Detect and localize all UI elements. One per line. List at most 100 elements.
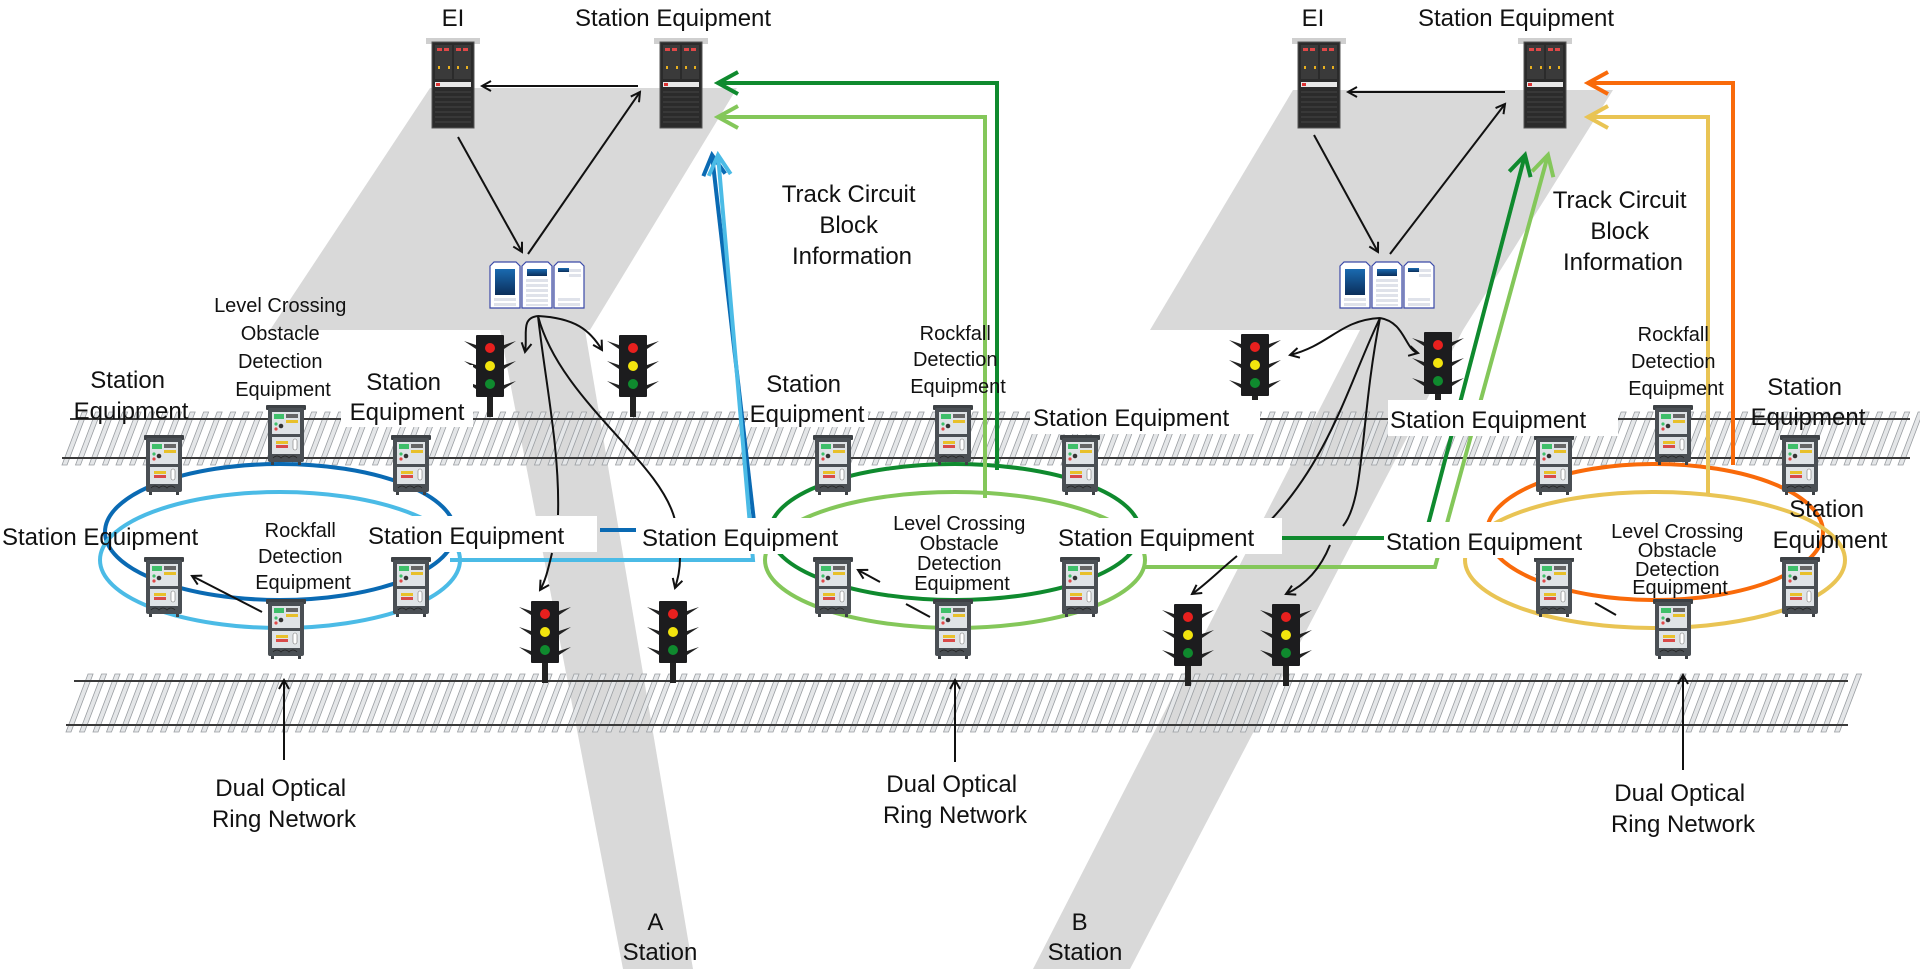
link-b-yellow-to-b xyxy=(1588,117,1710,494)
arrow-b-feed-left xyxy=(1265,317,1381,526)
signal-icon[interactable] xyxy=(607,335,659,417)
b-ei-unit[interactable]: EI xyxy=(1291,5,1347,129)
track-sleeper xyxy=(92,673,121,733)
track-sleeper xyxy=(510,673,540,733)
track-sleeper xyxy=(1253,673,1282,733)
cabinet-icon[interactable] xyxy=(1779,556,1821,618)
track-sleeper xyxy=(618,673,648,733)
arrow-a-to-signal-3 xyxy=(540,552,553,590)
track-sleeper xyxy=(1793,673,1822,733)
track-sleeper xyxy=(1442,673,1471,733)
cabinet-icon[interactable] xyxy=(143,556,185,618)
track-sleeper xyxy=(402,673,432,733)
cabinet-icon[interactable] xyxy=(265,598,307,660)
b-station-equipment-unit[interactable]: Station Equipment xyxy=(1418,5,1614,129)
cabinet-icon[interactable] xyxy=(1059,556,1101,618)
label-bg xyxy=(364,516,597,552)
station-b-upper-area xyxy=(1150,90,1613,330)
track-sleeper xyxy=(1816,411,1843,466)
track-sleeper xyxy=(601,411,628,466)
track-sleeper xyxy=(1280,673,1309,733)
station-a-area xyxy=(270,88,737,969)
track-sleeper xyxy=(227,673,256,733)
cabinet-icon[interactable] xyxy=(932,404,974,466)
arrow-b-to-signal-1 xyxy=(1290,317,1381,355)
track-sleeper xyxy=(254,673,283,733)
station-a-server-stack-icon[interactable] xyxy=(489,261,585,309)
track-sleeper xyxy=(915,673,945,733)
a-ei-rack-icon xyxy=(425,37,481,129)
cabinet-icon[interactable] xyxy=(1059,434,1101,496)
track-sleeper xyxy=(969,673,999,733)
cabinet-icon[interactable] xyxy=(1533,434,1575,496)
signal-icon[interactable] xyxy=(647,601,699,683)
station-b-server-stack-icon[interactable] xyxy=(1339,261,1435,309)
ring-b-top-center-label: Rockfall Detection Equipment xyxy=(1628,324,1724,400)
cabinet-icon[interactable] xyxy=(1533,556,1575,618)
track-sleeper xyxy=(1330,411,1357,466)
ring-b-center-label: Level Crossing Obstacle Detection Equipm… xyxy=(1611,521,1749,599)
track-sleeper xyxy=(1334,673,1363,733)
a-station-equipment-unit[interactable]: Station Equipment xyxy=(575,5,771,129)
cabinet-icon[interactable] xyxy=(390,434,432,496)
track-sleeper xyxy=(794,673,823,733)
track-sleeper xyxy=(753,673,783,733)
a-station-rack-icon xyxy=(653,37,709,129)
ring-mid-mid-left-label: Station Equipment xyxy=(642,525,838,552)
track-sleeper xyxy=(308,673,337,733)
a-ei-unit[interactable]: EI xyxy=(425,5,481,129)
track-sleeper xyxy=(1829,411,1857,466)
cabinet-icon[interactable] xyxy=(1779,434,1821,496)
track-sleeper xyxy=(1172,673,1201,733)
arrow-b-to-signal-2 xyxy=(1379,317,1418,353)
upper-track xyxy=(61,411,1920,466)
cabinet-icon[interactable] xyxy=(1652,404,1694,466)
track-sleeper xyxy=(1307,673,1336,733)
track-sleeper xyxy=(196,411,223,466)
track-sleeper xyxy=(1262,411,1290,466)
track-sleeper xyxy=(267,673,297,733)
cabinet-icon[interactable] xyxy=(932,598,974,660)
data-links xyxy=(450,83,1735,569)
track-sleeper xyxy=(1239,673,1269,733)
track-sleeper xyxy=(1249,411,1276,466)
track-sleeper xyxy=(996,673,1026,733)
track-sleeper xyxy=(632,673,661,733)
cabinet-icon[interactable] xyxy=(812,556,854,618)
track-sleeper xyxy=(1536,673,1566,733)
track-sleeper xyxy=(1401,673,1431,733)
track-sleeper xyxy=(1023,673,1053,733)
track-sleeper xyxy=(497,673,526,733)
ring-a-mid-right-label: Station Equipment xyxy=(368,523,564,550)
track-sleeper xyxy=(1037,673,1066,733)
track-sleeper xyxy=(614,411,642,466)
track-sleeper xyxy=(1276,411,1303,466)
arrow-b-to-signal-3 xyxy=(1192,555,1238,594)
cabinet-icon[interactable] xyxy=(265,404,307,466)
track-sleeper xyxy=(209,411,237,466)
track-sleeper xyxy=(1843,411,1870,466)
track-sleeper xyxy=(1644,673,1674,733)
cabinet-icon[interactable] xyxy=(1652,598,1694,660)
track-sleeper xyxy=(902,673,931,733)
cabinet-icon[interactable] xyxy=(143,434,185,496)
track-sleeper xyxy=(1752,673,1782,733)
track-sleeper xyxy=(1604,673,1633,733)
ring-mid-center-label: Level Crossing Obstacle Detection Equipm… xyxy=(893,513,1031,595)
arrow-a-ei-to-servers xyxy=(457,136,522,252)
track-sleeper xyxy=(213,673,243,733)
track-sleeper xyxy=(1671,673,1701,733)
cabinet-icon[interactable] xyxy=(812,434,854,496)
track-sleeper xyxy=(682,411,709,466)
track-sleeper xyxy=(132,673,162,733)
ring-mid-top-center-label: Rockfall Detection Equipment xyxy=(910,323,1006,398)
ring-a-center-label: Rockfall Detection Equipment xyxy=(255,520,351,594)
track-sleeper xyxy=(88,411,115,466)
track-sleeper xyxy=(1806,673,1836,733)
track-sleeper xyxy=(1064,673,1093,733)
cabinet-icon[interactable] xyxy=(390,556,432,618)
ring-b-top-left-label: Station Equipment xyxy=(1390,407,1586,434)
label-bg xyxy=(1384,522,1610,558)
track-sleeper xyxy=(1158,673,1188,733)
track-sleeper xyxy=(699,673,729,733)
